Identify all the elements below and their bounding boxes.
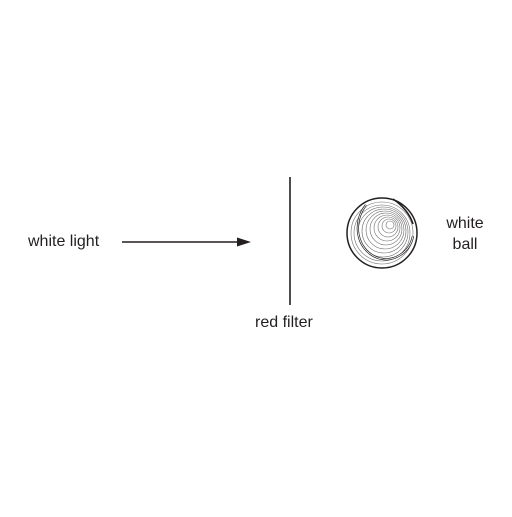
white-ball-label: white ball: [432, 213, 498, 255]
white-ball-label-line1: white: [446, 215, 484, 232]
tennis-ball-icon: [346, 197, 418, 269]
light-ray-arrow-icon: [122, 237, 251, 247]
white-ball-label-line2: ball: [452, 236, 478, 253]
white-light-label: white light: [28, 233, 100, 250]
red-filter-label: red filter: [255, 314, 313, 331]
